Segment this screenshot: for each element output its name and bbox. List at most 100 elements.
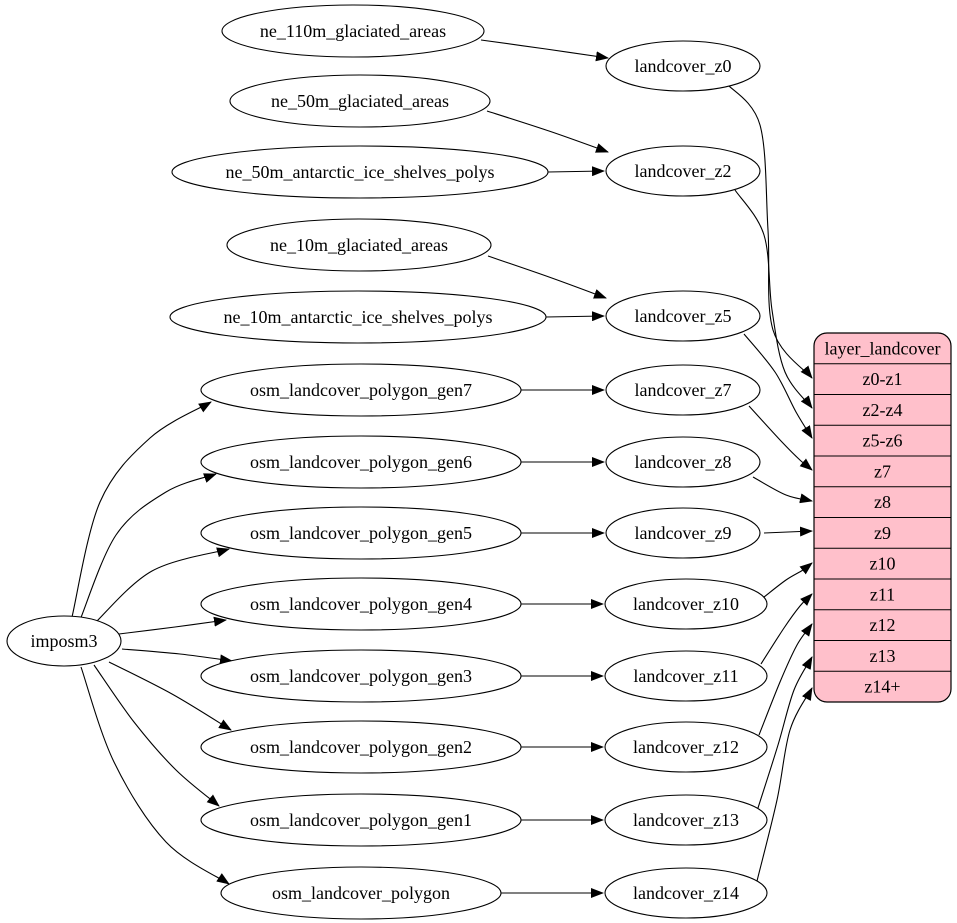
node-ellipse-osm_landcover_polygon_gen6 xyxy=(200,435,522,489)
node-landcover_z11: landcover_z11 xyxy=(604,650,768,702)
edge-landcover_z2-to-layer_landcover.z2-z4 xyxy=(734,189,813,409)
node-ne_50m_antarctic_ice_shelves_polys: ne_50m_antarctic_ice_shelves_polys xyxy=(171,145,549,199)
edge-landcover_z5-to-layer_landcover.z5-z6 xyxy=(743,333,813,439)
nodes-layer: imposm3 ne_110m_glaciated_areas ne_50m_gla… xyxy=(6,4,768,920)
edge-landcover_z8-to-layer_landcover.z8 xyxy=(752,476,813,504)
table-row-z5-z6: z5-z6 xyxy=(863,431,903,451)
node-ellipse-osm_landcover_polygon_gen3 xyxy=(200,649,522,703)
node-ellipse-landcover_z8 xyxy=(605,436,761,488)
node-label-landcover_z11: landcover_z11 xyxy=(633,666,738,686)
edge-imposm3-to-osm_landcover_polygon_gen1 xyxy=(93,664,220,807)
edge-landcover_z0-to-layer_landcover.z0-z1 xyxy=(726,83,813,379)
node-ellipse-ne_10m_glaciated_areas xyxy=(226,218,492,272)
node-ellipse-ne_50m_glaciated_areas xyxy=(229,74,491,128)
edge-landcover_z7-to-layer_landcover.z7 xyxy=(748,405,813,471)
node-label-landcover_z12: landcover_z12 xyxy=(633,737,739,757)
node-label-osm_landcover_polygon_gen6: osm_landcover_polygon_gen6 xyxy=(250,452,472,472)
edge-landcover_z11-to-layer_landcover.z11 xyxy=(760,593,813,665)
node-ellipse-landcover_z9 xyxy=(605,507,761,559)
node-landcover_z10: landcover_z10 xyxy=(604,578,768,630)
table-row-z2-z4: z2-z4 xyxy=(863,400,903,420)
edge-ne_110m_glaciated_areas-to-landcover_z0 xyxy=(480,39,609,62)
node-ellipse-landcover_z0 xyxy=(605,40,761,92)
table-layer_landcover: layer_landcover z0-z1 z2-z4 z5-z6 z7 z8 z9 z10 z… xyxy=(813,332,952,703)
edge-landcover_z13-to-layer_landcover.z13 xyxy=(757,656,813,809)
node-ellipse-landcover_z5 xyxy=(605,290,761,342)
node-label-landcover_z10: landcover_z10 xyxy=(633,594,739,614)
node-label-osm_landcover_polygon: osm_landcover_polygon xyxy=(272,883,450,903)
node-landcover_z5: landcover_z5 xyxy=(605,290,761,342)
node-osm_landcover_polygon_gen2: osm_landcover_polygon_gen2 xyxy=(200,720,522,774)
node-label-osm_landcover_polygon_gen7: osm_landcover_polygon_gen7 xyxy=(250,380,472,400)
node-osm_landcover_polygon_gen6: osm_landcover_polygon_gen6 xyxy=(200,435,522,489)
node-ne_10m_glaciated_areas: ne_10m_glaciated_areas xyxy=(226,218,492,272)
edge-landcover_z14-to-layer_landcover.z14+ xyxy=(756,687,813,882)
node-ellipse-osm_landcover_polygon xyxy=(220,866,502,920)
node-label-landcover_z14: landcover_z14 xyxy=(633,883,739,903)
node-ellipse-imposm3 xyxy=(6,615,122,667)
node-osm_landcover_polygon_gen7: osm_landcover_polygon_gen7 xyxy=(200,363,522,417)
node-landcover_z12: landcover_z12 xyxy=(604,721,768,773)
node-ellipse-landcover_z7 xyxy=(605,364,761,416)
node-label-landcover_z9: landcover_z9 xyxy=(635,523,732,543)
node-imposm3: imposm3 xyxy=(6,615,122,667)
node-label-landcover_z2: landcover_z2 xyxy=(635,161,732,181)
node-landcover_z2: landcover_z2 xyxy=(605,145,761,197)
table-header: layer_landcover xyxy=(825,338,941,358)
node-ne_110m_glaciated_areas: ne_110m_glaciated_areas xyxy=(221,4,485,58)
edge-imposm3-to-osm_landcover_polygon_gen6 xyxy=(79,473,217,621)
edge-ne_50m_antarctic_ice_shelves_polys-to-landcover_z2 xyxy=(547,166,605,177)
edge-ne_10m_antarctic_ice_shelves_polys-to-landcover_z5 xyxy=(545,311,605,322)
node-label-landcover_z7: landcover_z7 xyxy=(635,380,732,400)
table-row-z13: z13 xyxy=(870,646,896,666)
node-ellipse-landcover_z2 xyxy=(605,145,761,197)
node-ellipse-landcover_z13 xyxy=(604,794,768,846)
table-row-z0-z1: z0-z1 xyxy=(863,369,903,389)
edge-imposm3-to-osm_landcover_polygon_gen3 xyxy=(121,648,233,665)
node-ellipse-landcover_z10 xyxy=(604,578,768,630)
node-label-ne_10m_antarctic_ice_shelves_polys: ne_10m_antarctic_ice_shelves_polys xyxy=(224,307,493,327)
node-label-osm_landcover_polygon_gen4: osm_landcover_polygon_gen4 xyxy=(250,594,472,614)
node-ellipse-ne_110m_glaciated_areas xyxy=(221,4,485,58)
node-ellipse-osm_landcover_polygon_gen4 xyxy=(200,577,522,631)
node-ne_50m_glaciated_areas: ne_50m_glaciated_areas xyxy=(229,74,491,128)
node-label-landcover_z8: landcover_z8 xyxy=(635,452,732,472)
node-label-landcover_z5: landcover_z5 xyxy=(635,306,732,326)
node-osm_landcover_polygon_gen5: osm_landcover_polygon_gen5 xyxy=(200,506,522,560)
node-landcover_z7: landcover_z7 xyxy=(605,364,761,416)
node-ellipse-osm_landcover_polygon_gen5 xyxy=(200,506,522,560)
table-row-z14+: z14+ xyxy=(864,677,900,697)
node-landcover_z14: landcover_z14 xyxy=(604,867,768,919)
node-ellipse-osm_landcover_polygon_gen7 xyxy=(200,363,522,417)
node-osm_landcover_polygon_gen1: osm_landcover_polygon_gen1 xyxy=(200,793,522,847)
node-osm_landcover_polygon_gen4: osm_landcover_polygon_gen4 xyxy=(200,577,522,631)
node-ellipse-landcover_z14 xyxy=(604,867,768,919)
node-label-landcover_z13: landcover_z13 xyxy=(633,810,739,830)
table-row-z7: z7 xyxy=(874,461,891,481)
table-row-z9: z9 xyxy=(874,523,891,543)
table-row-z10: z10 xyxy=(870,554,896,574)
edge-ne_10m_glaciated_areas-to-landcover_z5 xyxy=(487,255,607,299)
table-row-z8: z8 xyxy=(874,492,891,512)
node-landcover_z0: landcover_z0 xyxy=(605,40,761,92)
edges-layer xyxy=(71,39,813,898)
edge-imposm3-to-osm_landcover_polygon_gen2 xyxy=(108,661,232,731)
edge-imposm3-to-osm_landcover_polygon_gen4 xyxy=(118,616,227,635)
edge-imposm3-to-osm_landcover_polygon xyxy=(80,666,230,885)
node-label-imposm3: imposm3 xyxy=(30,631,97,651)
edge-landcover_z12-to-layer_landcover.z12 xyxy=(758,623,813,736)
table-row-z12: z12 xyxy=(870,615,896,635)
node-landcover_z8: landcover_z8 xyxy=(605,436,761,488)
edge-imposm3-to-osm_landcover_polygon_gen7 xyxy=(71,401,212,618)
node-label-osm_landcover_polygon_gen3: osm_landcover_polygon_gen3 xyxy=(250,666,472,686)
node-ellipse-ne_50m_antarctic_ice_shelves_polys xyxy=(171,145,549,199)
node-label-osm_landcover_polygon_gen1: osm_landcover_polygon_gen1 xyxy=(250,810,472,830)
edge-ne_50m_glaciated_areas-to-landcover_z2 xyxy=(486,110,609,153)
edge-imposm3-to-osm_landcover_polygon_gen5 xyxy=(93,547,230,625)
node-landcover_z13: landcover_z13 xyxy=(604,794,768,846)
node-osm_landcover_polygon_gen3: osm_landcover_polygon_gen3 xyxy=(200,649,522,703)
edge-landcover_z9-to-layer_landcover.z9 xyxy=(763,526,813,537)
node-label-osm_landcover_polygon_gen5: osm_landcover_polygon_gen5 xyxy=(250,523,472,543)
node-ellipse-landcover_z11 xyxy=(604,650,768,702)
